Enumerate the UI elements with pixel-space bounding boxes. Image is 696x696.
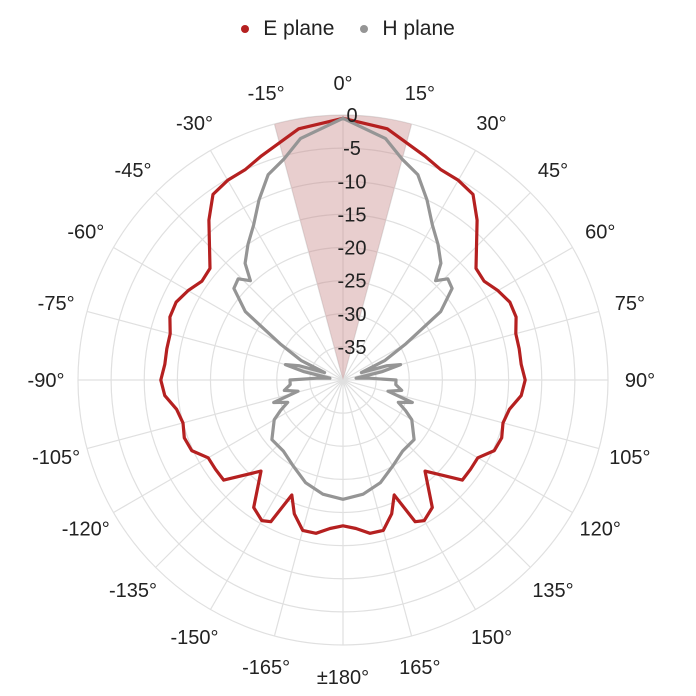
- angular-tick-label: -45°: [115, 160, 152, 182]
- angular-tick-label: 0°: [333, 73, 352, 95]
- angular-tick-label: -150°: [170, 627, 218, 649]
- grid-spoke: [342, 246, 573, 381]
- angular-tick-label: -120°: [62, 519, 110, 541]
- angular-tick-label: -30°: [176, 113, 213, 135]
- grid-spoke: [113, 246, 344, 381]
- angular-tick-label: -60°: [67, 222, 104, 244]
- legend-item-h-plane[interactable]: H plane: [360, 17, 455, 41]
- angular-tick-label: -135°: [109, 580, 157, 602]
- radial-tick-label: -25: [338, 271, 367, 293]
- highlight-sector: [274, 115, 412, 381]
- series-line-e-plane: [159, 116, 527, 535]
- angular-tick-label: -90°: [28, 370, 65, 392]
- grid-spoke: [342, 379, 600, 450]
- legend-item-e-plane[interactable]: E plane: [241, 17, 334, 41]
- radial-tick-label: 0: [346, 105, 357, 127]
- legend-label-e-plane: E plane: [263, 17, 335, 40]
- legend: E plane H plane: [0, 17, 696, 41]
- angular-tick-label: 150°: [471, 627, 512, 649]
- grid-spoke: [86, 310, 344, 381]
- angular-tick-label: ±180°: [317, 667, 369, 689]
- angular-tick-label: 75°: [615, 293, 645, 315]
- grid-spoke: [273, 379, 344, 637]
- grid-spoke: [342, 310, 600, 381]
- angular-tick-label: -15°: [248, 83, 285, 105]
- radial-tick-label: -35: [338, 337, 367, 359]
- angular-tick-label: -105°: [32, 447, 80, 469]
- grid-spoke: [273, 123, 344, 381]
- angular-tick-label: 30°: [476, 113, 506, 135]
- grid-spoke: [155, 192, 344, 381]
- angular-tick-label: 15°: [405, 83, 435, 105]
- grid-spoke: [342, 379, 413, 637]
- angular-tick-label: -165°: [242, 657, 290, 679]
- angular-tick-label: 165°: [399, 657, 440, 679]
- radial-tick-label: -20: [338, 238, 367, 260]
- grid-spoke: [86, 379, 344, 450]
- legend-swatch-h-plane: [360, 25, 369, 33]
- angular-tick-label: 45°: [538, 160, 568, 182]
- grid-spoke: [342, 379, 573, 514]
- grid-spoke: [342, 192, 531, 381]
- series-line-h-plane: [232, 116, 454, 501]
- grid-spoke: [342, 379, 477, 610]
- grid-spoke: [342, 123, 413, 381]
- grid-spoke: [342, 150, 477, 381]
- radial-tick-label: -10: [338, 171, 367, 193]
- grid-spoke: [113, 379, 344, 514]
- grid-spoke: [209, 379, 344, 610]
- radial-tick-label: -5: [343, 138, 361, 160]
- angular-tick-label: 135°: [532, 580, 573, 602]
- legend-label-h-plane: H plane: [382, 17, 455, 40]
- radial-tick-label: -15: [338, 204, 367, 226]
- grid-spoke: [209, 150, 344, 381]
- angular-tick-label: 120°: [580, 519, 621, 541]
- radial-tick-label: -30: [338, 304, 367, 326]
- angular-tick-label: 60°: [585, 222, 615, 244]
- legend-swatch-e-plane: [241, 25, 250, 33]
- angular-tick-label: 90°: [625, 370, 655, 392]
- angular-tick-label: -75°: [38, 293, 75, 315]
- angular-tick-label: 105°: [609, 447, 650, 469]
